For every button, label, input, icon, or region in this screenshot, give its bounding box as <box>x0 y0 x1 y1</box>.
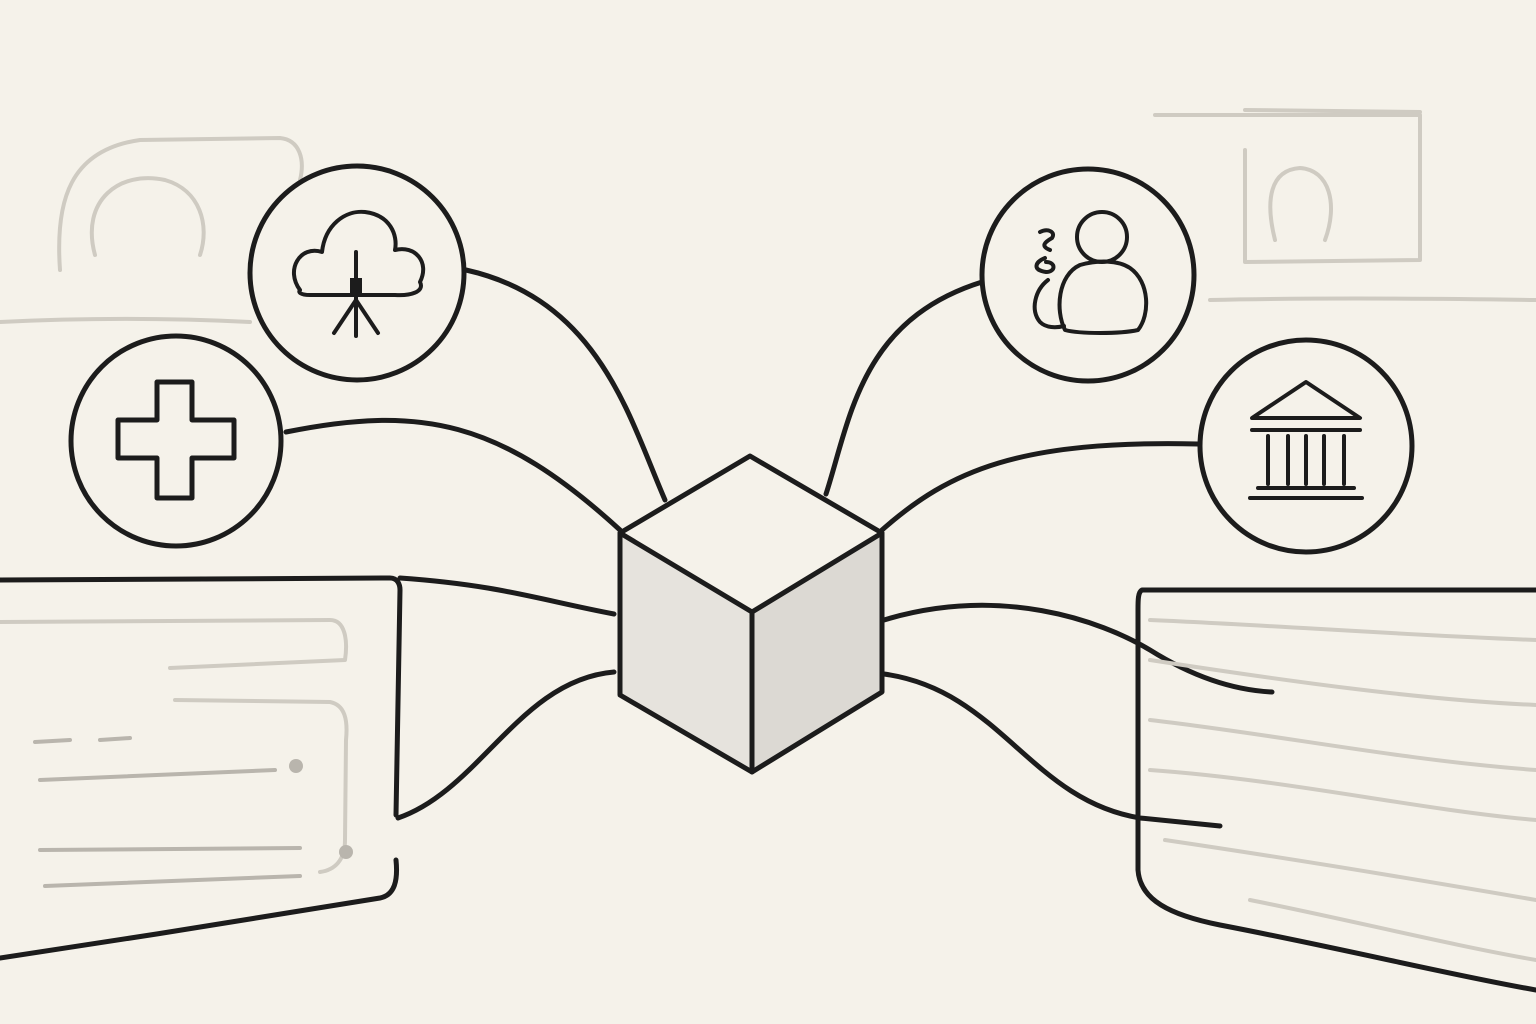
background-sketch-top-left-line <box>0 317 252 324</box>
connector-right-lower <box>881 671 1223 829</box>
right-panel-line-5 <box>1163 838 1536 902</box>
right-panel-line-1 <box>1148 618 1536 642</box>
left-panel-line-3 <box>38 768 277 782</box>
background-sketch-top-left <box>57 136 304 272</box>
cloud-network-icon <box>292 209 426 338</box>
background-sketch-top-right-frame <box>1208 296 1536 302</box>
medical-cross-icon <box>115 379 237 501</box>
connector-left-lower <box>395 669 617 821</box>
background-sketches <box>0 108 1536 324</box>
left-panel-card-lower <box>173 698 349 874</box>
left-panel-dot-2 <box>339 845 353 859</box>
hub-cube <box>617 453 885 775</box>
connectors <box>283 267 1275 829</box>
connector-bank <box>879 441 1201 533</box>
node-people[interactable] <box>979 166 1197 384</box>
user-group-icon <box>1032 210 1149 335</box>
right-panel-line-6 <box>1248 898 1536 962</box>
connector-right-upper <box>881 602 1275 695</box>
right-panel-frame <box>1135 587 1536 993</box>
right-panel-line-2 <box>1148 658 1536 707</box>
bank-building-icon <box>1248 380 1364 500</box>
right-panel-line-3 <box>1148 718 1536 772</box>
connector-health <box>283 417 623 533</box>
background-sketch-top-right <box>1153 113 1422 264</box>
left-panel-frame <box>0 575 403 818</box>
cube-outline <box>617 453 885 775</box>
background-sketch-top-right-inner <box>1243 108 1422 114</box>
background-sketch-top-left-ring <box>89 176 206 257</box>
connector-people <box>823 279 985 497</box>
node-bank[interactable] <box>1197 337 1415 555</box>
right-panel-line-4 <box>1148 768 1536 822</box>
cube-inner-edges <box>617 530 885 775</box>
node-people-circle[interactable] <box>979 166 1197 384</box>
left-panel-dot-1 <box>289 759 303 773</box>
left-panel-line-5 <box>43 874 302 888</box>
node-cloud[interactable] <box>247 163 467 383</box>
left-panel-bottom-edge <box>0 857 400 961</box>
background-sketch-top-right-ring <box>1268 166 1333 242</box>
right-panel <box>1135 587 1536 993</box>
left-panel-line-2 <box>98 736 132 742</box>
left-panel-line-1 <box>33 738 72 744</box>
connector-cloud <box>463 267 668 503</box>
left-panel <box>0 575 403 961</box>
left-panel-line-4 <box>38 846 302 852</box>
connector-left-upper <box>397 575 617 617</box>
left-panel-card <box>0 618 349 670</box>
node-health-circle[interactable] <box>68 333 284 549</box>
node-health[interactable] <box>68 333 284 549</box>
